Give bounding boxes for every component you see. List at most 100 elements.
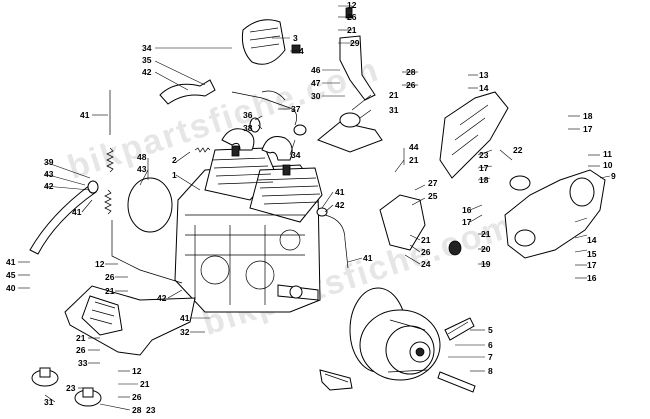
callout-45: 45 (6, 270, 16, 280)
callout-18: 18 (479, 175, 489, 185)
coolant-lines[interactable] (109, 90, 307, 136)
callout-21: 21 (481, 229, 491, 239)
rear-bracket[interactable] (439, 91, 509, 179)
callout-28: 28 (132, 405, 142, 415)
callout-21: 21 (389, 90, 399, 100)
callout-21: 21 (421, 235, 431, 245)
callout-21: 21 (409, 155, 419, 165)
callout-33: 33 (78, 358, 88, 368)
callout-41: 41 (335, 187, 345, 197)
callout-29: 29 (350, 38, 360, 48)
callout-23: 23 (146, 405, 156, 415)
callout-6: 6 (488, 340, 493, 350)
callout-41: 41 (6, 257, 16, 267)
motor-mounts-left[interactable] (31, 367, 102, 407)
callout-11: 11 (603, 149, 612, 159)
rod-left[interactable] (111, 220, 183, 284)
hose-left[interactable] (29, 180, 99, 255)
callout-32: 32 (180, 327, 190, 337)
callout-44: 44 (409, 142, 419, 152)
bolt[interactable] (437, 371, 476, 393)
knob[interactable] (448, 240, 462, 256)
callout-17: 17 (583, 124, 593, 134)
callout-36: 36 (243, 110, 253, 120)
upper-mount[interactable] (317, 112, 383, 153)
callout-8: 8 (488, 366, 493, 376)
callout-13: 13 (479, 70, 489, 80)
callout-34: 34 (291, 150, 301, 160)
callout-27: 27 (428, 178, 438, 188)
hose-top[interactable] (159, 79, 216, 105)
callout-17: 17 (587, 260, 597, 270)
callout-48: 48 (137, 152, 147, 162)
callout-31: 31 (389, 105, 399, 115)
callout-35: 35 (142, 55, 152, 65)
callout-26: 26 (76, 345, 86, 355)
callout-9: 9 (611, 171, 616, 181)
callout-24: 24 (421, 259, 431, 269)
callout-14: 14 (479, 83, 489, 93)
callout-38: 38 (243, 123, 253, 133)
leader-lines (18, 5, 611, 411)
air-filter[interactable] (127, 177, 173, 233)
callout-42: 42 (44, 181, 54, 191)
callout-47: 47 (311, 78, 321, 88)
callout-28: 28 (406, 67, 416, 77)
callout-37: 37 (291, 104, 301, 114)
callout-19: 19 (481, 259, 491, 269)
coolant-pipe-right[interactable] (316, 207, 349, 269)
callout-21: 21 (76, 333, 86, 343)
callout-25: 25 (428, 191, 438, 201)
callout-26: 26 (347, 12, 357, 22)
callout-21: 21 (140, 379, 150, 389)
callout-30: 30 (311, 91, 321, 101)
callout-17: 17 (479, 163, 489, 173)
callout-43: 43 (137, 164, 147, 174)
callout-26: 26 (406, 80, 416, 90)
callout-2: 2 (172, 155, 177, 165)
drive-belt[interactable] (319, 317, 475, 391)
callout-42: 42 (142, 67, 152, 77)
callout-7: 7 (488, 352, 493, 362)
callout-42: 42 (157, 293, 167, 303)
callout-15: 15 (587, 249, 597, 259)
callout-16: 16 (587, 273, 597, 283)
callout-12: 12 (132, 366, 142, 376)
engine-assembly[interactable] (174, 128, 323, 313)
callout-12: 12 (347, 0, 357, 10)
callout-46: 46 (311, 65, 321, 75)
callout-20: 20 (481, 244, 491, 254)
drive-clutch[interactable] (349, 287, 441, 381)
callout-4: 4 (299, 46, 304, 56)
callout-41: 41 (72, 207, 82, 217)
upper-bracket[interactable] (339, 7, 376, 101)
callout-42: 42 (335, 200, 345, 210)
callout-14: 14 (587, 235, 597, 245)
callout-16: 16 (462, 205, 472, 215)
intake-cover[interactable] (241, 19, 301, 65)
callout-43: 43 (44, 169, 54, 179)
callout-26: 26 (132, 392, 142, 402)
callout-23: 23 (66, 383, 76, 393)
callout-1: 1 (172, 170, 177, 180)
callout-41: 41 (80, 110, 90, 120)
callout-22: 22 (513, 145, 523, 155)
callout-41: 41 (180, 313, 190, 323)
callout-39: 39 (44, 157, 54, 167)
callout-23: 23 (479, 150, 489, 160)
springs[interactable] (104, 147, 211, 215)
callout-3: 3 (293, 33, 298, 43)
callout-21: 21 (105, 286, 115, 296)
callout-34: 34 (142, 43, 152, 53)
callout-10: 10 (603, 160, 613, 170)
callout-18: 18 (583, 111, 593, 121)
callout-40: 40 (6, 283, 16, 293)
right-mount-bracket[interactable] (504, 169, 606, 259)
callout-21: 21 (347, 25, 357, 35)
callout-41: 41 (363, 253, 373, 263)
center-bracket[interactable] (379, 194, 426, 251)
callout-26: 26 (105, 272, 115, 282)
callout-17: 17 (462, 217, 472, 227)
callout-12: 12 (95, 259, 105, 269)
callout-labels: 12 26 21 29 3 4 34 35 42 46 47 30 28 26 … (6, 0, 616, 415)
